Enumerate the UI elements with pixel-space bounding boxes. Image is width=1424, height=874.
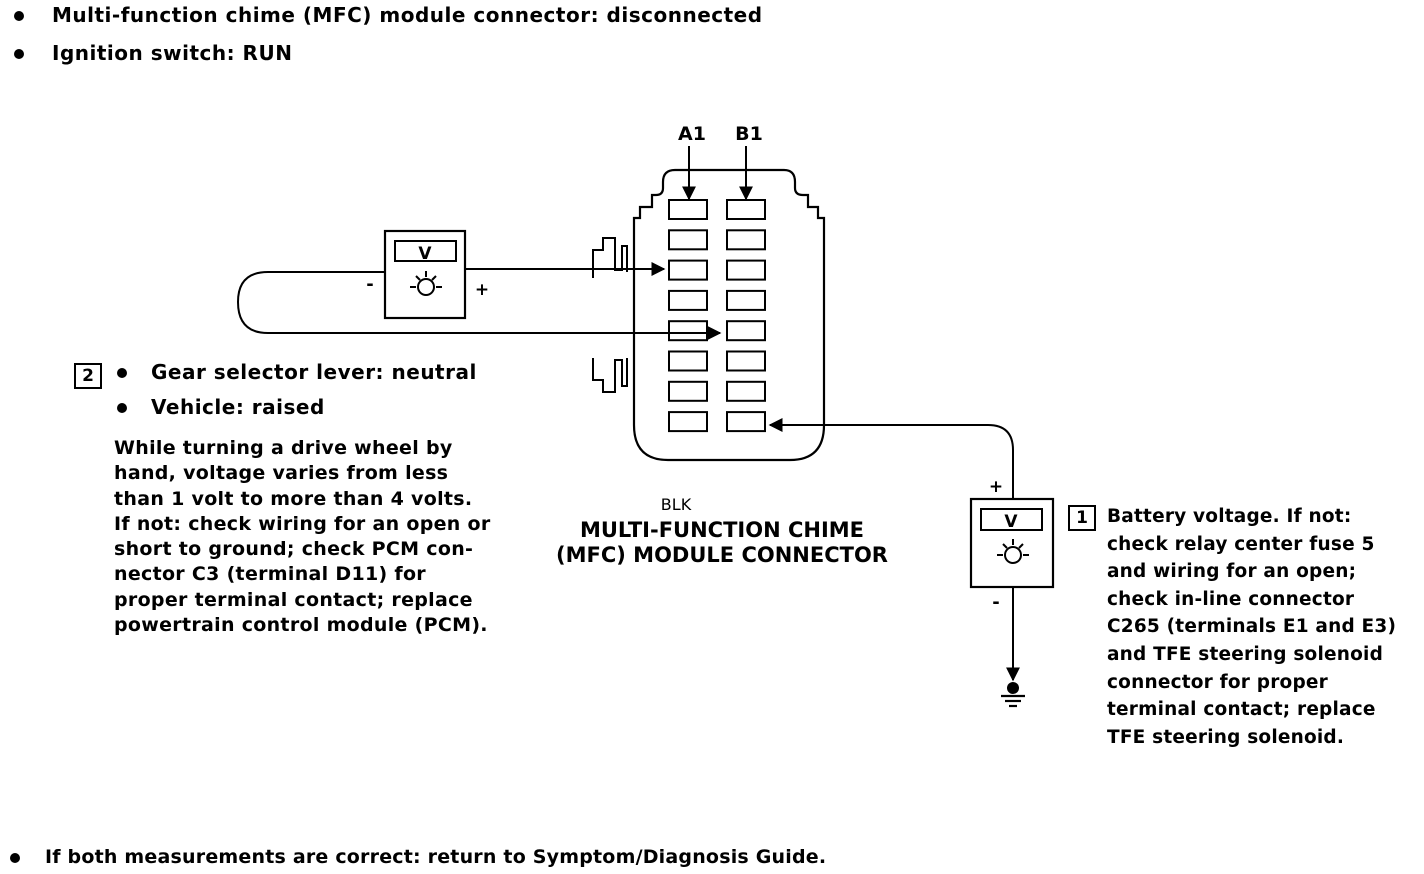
voltmeter-left: V [383, 229, 467, 320]
step-1-line: and wiring for an open; [1107, 561, 1357, 583]
step-2-line: powertrain control module (PCM). [114, 614, 488, 637]
terminal-cavity-a [668, 199, 708, 220]
step-1-line: check in-line connector [1107, 588, 1355, 610]
bullet-icon [10, 853, 20, 863]
step-1-line: connector for proper [1107, 671, 1328, 693]
latch-upper [592, 237, 628, 278]
step-2-line: short to ground; check PCM con- [114, 538, 474, 561]
footer-instruction: If both measurements are correct: return… [45, 846, 827, 868]
lead-left-negative [236, 271, 722, 340]
step-1-line: C265 (terminals E1 and E3) [1107, 616, 1397, 638]
connector-color-label: BLK [660, 495, 692, 514]
bullet-icon [14, 11, 24, 21]
ground-icon [1001, 682, 1025, 708]
step-2-line: nector C3 (terminal D11) for [114, 563, 426, 586]
terminal-cavity-b [726, 289, 766, 311]
condition-ignition: Ignition switch: RUN [52, 41, 293, 65]
terminal-cavity-b [726, 199, 766, 220]
terminal-cavity-b [726, 259, 766, 281]
terminal-cavity-b [726, 411, 766, 433]
step-2-condition-gear: Gear selector lever: neutral [151, 360, 477, 384]
step-2-line: While turning a drive wheel by [114, 437, 453, 459]
meter-right-plus: + [989, 477, 1003, 497]
meter-unit-left: V [418, 244, 432, 264]
bullet-icon [14, 49, 24, 59]
step-1-line: check relay center fuse 5 [1107, 533, 1375, 555]
voltmeter-right: V [969, 497, 1055, 589]
meter-right-minus: - [992, 592, 999, 613]
step-2-condition-vehicle: Vehicle: raised [151, 395, 325, 419]
step-1-line: and TFE steering solenoid [1107, 643, 1384, 665]
step-1-line: Battery voltage. If not: [1107, 506, 1352, 527]
pin-label-b1: B1 [735, 123, 763, 145]
connector-title-line1: MULTI-FUNCTION CHIME [579, 518, 864, 542]
terminal-cavity-b [726, 350, 766, 372]
terminal-cavity-a [668, 259, 708, 281]
terminal-column-b [726, 199, 766, 433]
terminal-cavity-b [726, 380, 766, 402]
connector-housing [632, 168, 826, 462]
terminal-cavity-b [726, 229, 766, 251]
terminal-column-a [668, 199, 708, 433]
bullet-icon [117, 368, 127, 378]
step-1-description: Battery voltage. If not: check relay cen… [1107, 503, 1396, 751]
terminal-cavity-b [726, 320, 766, 342]
step-2-line: proper terminal contact; replace [114, 588, 473, 611]
terminal-cavity-a [668, 411, 708, 433]
terminal-cavity-a [668, 380, 708, 402]
latch-lower [592, 358, 628, 393]
meter-left-minus: - [366, 274, 373, 295]
step-2-line: hand, voltage varies from less [114, 462, 449, 485]
pin-label-a1: A1 [678, 123, 706, 145]
terminal-cavity-a [668, 320, 708, 342]
lead-right-positive [768, 418, 1014, 499]
connector-title-line2: (MFC) MODULE CONNECTOR [556, 543, 888, 567]
step-2-description: While turning a drive wheel by hand, vol… [114, 436, 491, 638]
terminal-cavity-a [668, 289, 708, 311]
terminal-cavity-a [668, 350, 708, 372]
condition-connector: Multi-function chime (MFC) module connec… [52, 3, 763, 27]
meter-unit-right: V [1004, 512, 1018, 532]
terminal-cavity-a [668, 229, 708, 251]
step-1-number: 1 [1068, 505, 1096, 531]
step-1-line: TFE steering solenoid. [1107, 726, 1345, 748]
step-2-line: than 1 volt to more than 4 volts. [114, 487, 473, 510]
step-2-number: 2 [74, 363, 102, 389]
step-1-line: terminal contact; replace [1107, 699, 1376, 721]
bullet-icon [117, 403, 127, 413]
step-2-line: If not: check wiring for an open or [114, 512, 491, 535]
meter-left-plus: + [475, 280, 489, 300]
